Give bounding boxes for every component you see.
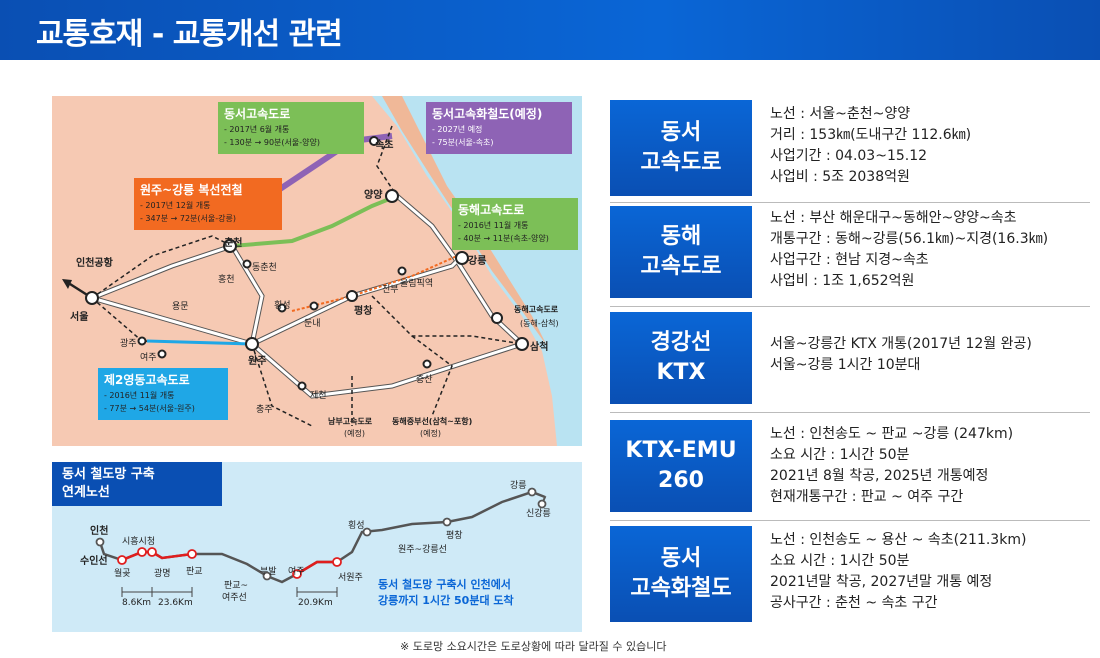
label-wonju: 원주 xyxy=(248,356,267,367)
label-namboo: 남부고속도로 xyxy=(328,417,373,426)
project-details: 서울~강릉간 KTX 개통(2017년 12월 완공)서울~강릉 1시간 10분… xyxy=(770,336,1032,373)
label-hongcheon: 홍천 xyxy=(218,275,235,285)
label-yangyang: 양양 xyxy=(364,190,383,201)
header-bar: 교통호재 - 교통개선 관련 xyxy=(0,0,1100,60)
st-suinseon: 수인선 xyxy=(80,556,108,567)
label-jecheon: 제천 xyxy=(310,391,327,401)
rail-network-title: 동서 철도망 구축 연계노선 xyxy=(52,462,222,506)
rail-network-panel: 동서 철도망 구축 연계노선 인천 수인선 xyxy=(52,462,582,632)
st-singangneung: 신강릉 xyxy=(526,509,551,519)
donghae-dot xyxy=(491,312,503,324)
st-wonju-gangneung: 원주~강릉선 xyxy=(398,545,447,555)
label-samcheok: 삼척 xyxy=(530,342,549,353)
st-bubal: 부발 xyxy=(260,567,277,577)
pyeongchang-dot xyxy=(346,290,358,302)
st-pyeongchang: 평창 xyxy=(446,531,463,541)
label-incheon-airport: 인천공항 xyxy=(76,258,113,269)
st-gwangmyeong: 광명 xyxy=(154,569,171,579)
project-details: 노선 : 인천송도 ~ 판교 ~강릉 (247km)소요 시간 : 1시간 50… xyxy=(770,426,1014,505)
st-hoengseong: 횡성 xyxy=(348,521,365,531)
st-seowonju: 서원주 xyxy=(338,573,363,583)
label-dunnae: 둔내 xyxy=(304,319,321,329)
box-second-youngdong: 제2영동고속도로 - 2016년 11월 개통 - 77분 → 54분(서울-원… xyxy=(98,368,228,420)
gangneung-dot xyxy=(455,251,469,265)
label-chuncheon: 춘천 xyxy=(224,238,243,249)
label-donghae-exp: 동해고속도로 xyxy=(514,305,559,314)
page-title: 교통호재 - 교통개선 관련 xyxy=(36,17,343,52)
yangyang-dot xyxy=(385,189,399,203)
label-yongmun: 용문 xyxy=(172,302,189,312)
box-donseo-express: 동서고속도로 - 2017년 6월 개통 - 130분 → 90분(서울-양양) xyxy=(218,102,364,154)
wonju-dot xyxy=(245,337,259,351)
label-olympic: 올림픽역 xyxy=(400,279,434,289)
rail-note-2: 강릉까지 1시간 50분대 도착 xyxy=(378,594,514,607)
sokcho-dot xyxy=(369,136,379,146)
box-donghae-express: 동해고속도로 - 2016년 11월 개통 - 40분 → 11분(속초-양양) xyxy=(452,198,578,250)
st-pangyo-yeoju2: 여주선 xyxy=(222,593,247,603)
st-incheon: 인천 xyxy=(90,526,109,537)
samcheok-dot xyxy=(515,337,529,351)
label-donghae-jungbu-sub: (예정) xyxy=(420,429,441,438)
seoul-dot xyxy=(85,291,99,305)
box-wonju-gangneung: 원주~강릉 복선전철 - 2017년 12월 개통 - 347분 → 72분(서… xyxy=(134,178,282,230)
st-pangyo: 판교 xyxy=(186,567,203,577)
dist-3: 20.9Km xyxy=(298,598,333,608)
donseo-express-line xyxy=(231,194,398,248)
dist-1: 8.6Km xyxy=(122,598,151,608)
label-namboo-sub: (예정) xyxy=(344,429,365,438)
chuncheon-dot xyxy=(223,239,237,253)
label-gangneung: 강릉 xyxy=(468,256,487,267)
label-sokcho: 속초 xyxy=(375,140,394,151)
label-chungju: 충주 xyxy=(256,405,273,415)
box-donseo-rail: 동서고속화철도(예정) - 2027년 예정 - 75분(서울-속초) xyxy=(426,102,572,154)
label-dongchuncheon: 동춘천 xyxy=(252,263,277,273)
label-seoul: 서울 xyxy=(70,312,89,323)
st-siheung: 시흥시청 xyxy=(122,537,156,547)
label-donghae-jungbu: 동해중부선(삼척~포항) xyxy=(392,417,473,426)
label-gwangju: 광주 xyxy=(120,339,137,349)
second-youngdong-line xyxy=(146,339,253,346)
rail-note-1: 동서 철도망 구축시 인천에서 xyxy=(378,578,511,591)
label-jinbu: 진부 xyxy=(382,285,399,295)
st-wolgot: 월곶 xyxy=(114,569,131,579)
label-jeungsan: 증산 xyxy=(416,375,433,385)
st-gangneung: 강릉 xyxy=(510,481,527,491)
label-yeoju: 여주 xyxy=(140,353,157,363)
st-pangyo-yeoju: 판교~ xyxy=(224,581,249,591)
st-yeoju: 여주 xyxy=(288,567,305,577)
rail-network-svg xyxy=(95,487,547,597)
label-donghae-exp-sub: (동해-삼척) xyxy=(520,319,559,328)
regional-map: 속초 양양 강릉 삼척 춘천 원주 서울 인천공항 평창 횡성 홍천 동춘천 용… xyxy=(52,96,582,446)
label-pyeongchang: 평창 xyxy=(354,306,373,317)
label-hoengseong: 횡성 xyxy=(274,301,291,311)
footnote: ※ 도로망 소요시간은 도로상황에 따라 달라질 수 있습니다 xyxy=(400,640,667,653)
project-details: 노선 : 인천송도 ~ 용산 ~ 속초(211.3km)소요 시간 : 1시간 … xyxy=(770,532,1027,611)
dist-2: 23.6Km xyxy=(158,598,193,608)
wonju-gangneung-line xyxy=(291,255,458,312)
